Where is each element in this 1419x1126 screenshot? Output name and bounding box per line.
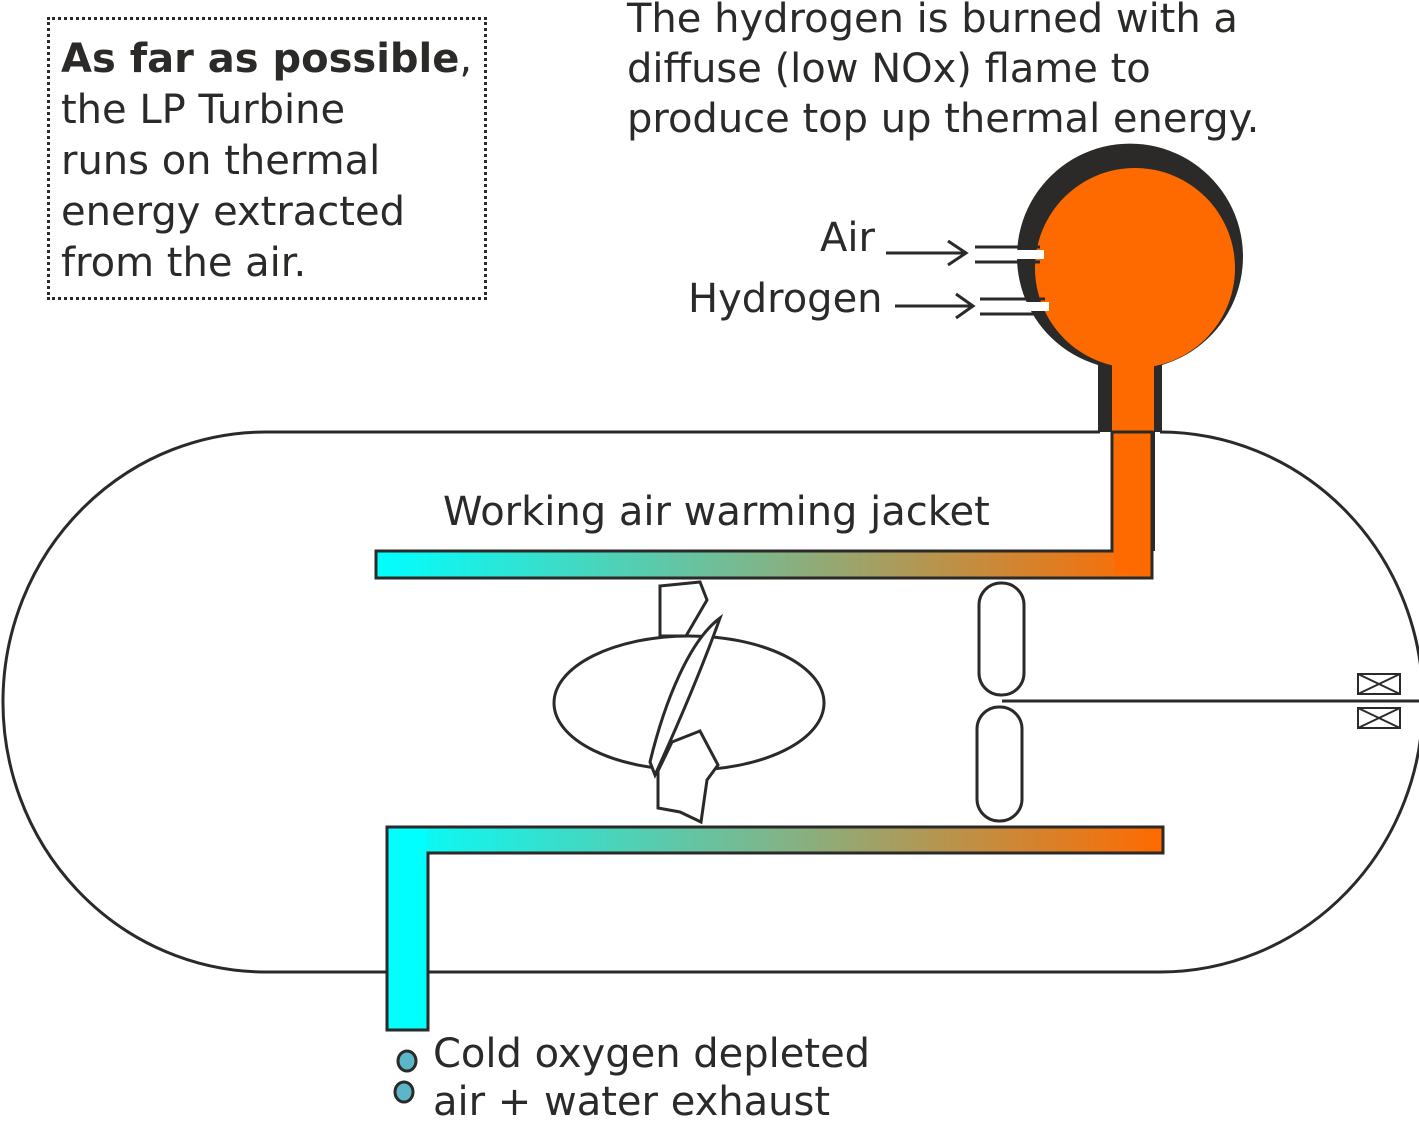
exhaust-line-2: air + water exhaust xyxy=(433,1079,831,1125)
note-line-4: from the air. xyxy=(61,240,307,286)
caption-line-2: diffuse (low NOx) flame to xyxy=(627,46,1151,92)
hydrogen-label: Hydrogen xyxy=(688,276,883,322)
top-jacket xyxy=(374,430,1154,580)
turbine-blade-upper xyxy=(658,580,709,638)
note-line-1: the LP Turbine xyxy=(61,87,346,133)
exhaust-line-1: Cold oxygen depleted xyxy=(433,1031,871,1077)
rotor-upper xyxy=(977,581,1026,697)
note-bold-text: As far as possible xyxy=(61,36,460,82)
rotor-lower xyxy=(975,705,1024,823)
caption-line-1: The hydrogen is burned with a xyxy=(627,0,1238,42)
hydrogen-arrow xyxy=(895,292,976,320)
exhaust-droplet-2 xyxy=(393,1080,415,1104)
burner-neck xyxy=(1112,350,1154,440)
note-text: As far as possible, the LP Turbine runs … xyxy=(61,34,491,289)
exhaust-droplet-1 xyxy=(396,1049,418,1073)
bearing-upper xyxy=(1357,673,1401,695)
bottom-jacket xyxy=(385,825,1165,1032)
turbine-blade-main xyxy=(648,613,724,779)
turbine-blade-lower xyxy=(656,729,720,825)
burner-caption: The hydrogen is burned with a diffuse (l… xyxy=(627,0,1259,144)
air-label: Air xyxy=(820,215,875,261)
exhaust-label: Cold oxygen depleted air + water exhaust xyxy=(433,1030,870,1126)
caption-line-3: produce top up thermal energy. xyxy=(627,96,1260,142)
jacket-label: Working air warming jacket xyxy=(443,489,990,535)
note-box xyxy=(47,17,487,300)
burner-flame xyxy=(1035,168,1235,368)
casing-outline xyxy=(1,430,1419,974)
note-line-3: energy extracted xyxy=(61,189,405,235)
air-arrow xyxy=(886,239,969,267)
bearing-lower xyxy=(1357,707,1401,729)
note-comma: , xyxy=(459,36,473,82)
note-line-2: runs on thermal xyxy=(61,138,381,184)
